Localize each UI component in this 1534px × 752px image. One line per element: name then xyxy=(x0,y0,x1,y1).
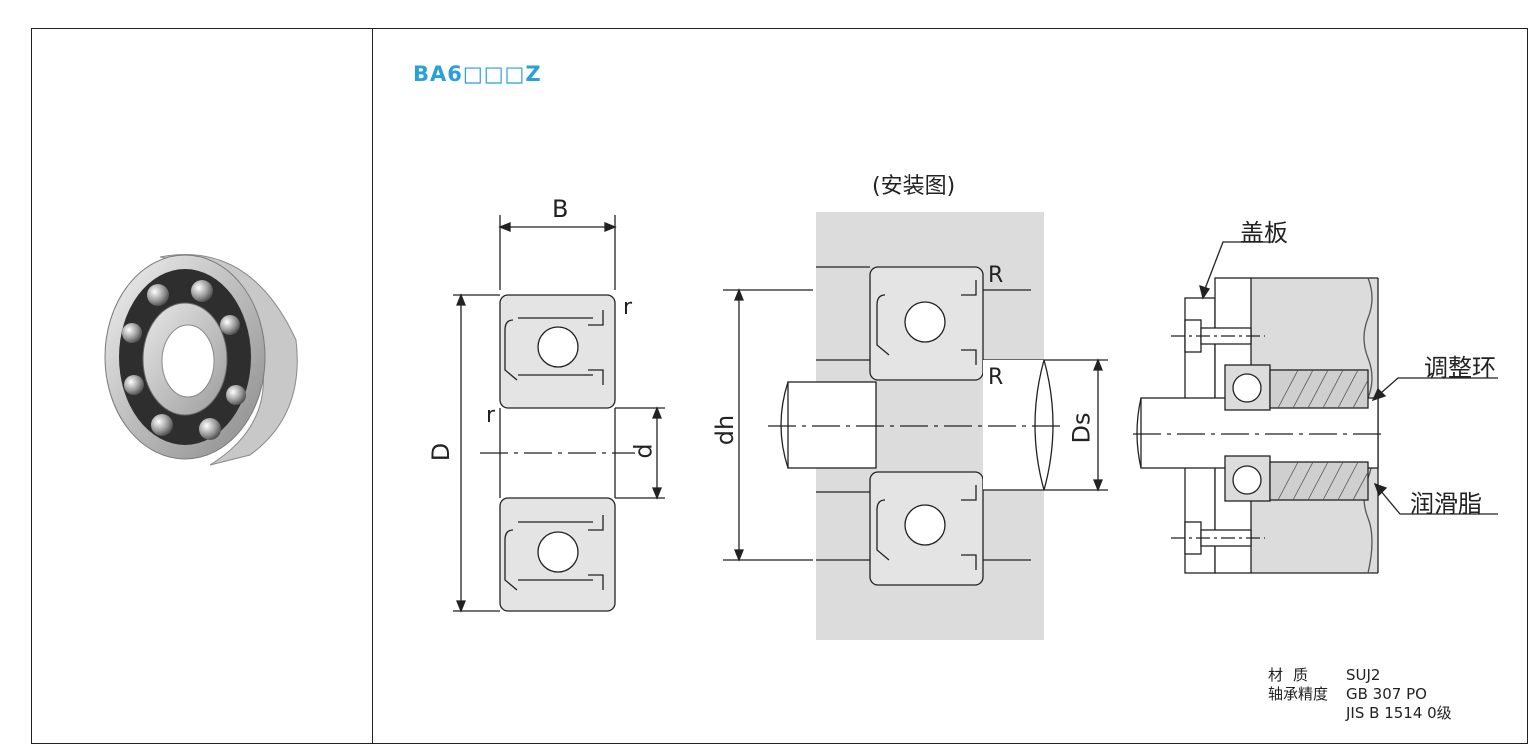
panel-divider xyxy=(372,28,373,744)
dimension-Ds: Ds xyxy=(1067,412,1096,444)
precision-value-2: JIS B 1514 0级 xyxy=(1346,704,1452,722)
material-value: SUJ2 xyxy=(1346,666,1381,684)
dimension-dh: dh xyxy=(711,414,740,446)
bearing-section xyxy=(453,215,665,613)
radius-r-mid: r xyxy=(486,403,496,428)
dimension-d: d xyxy=(629,443,658,459)
spec-row-precision-2: JIS B 1514 0级 xyxy=(1268,704,1452,723)
adjust-ring-label: 调整环 xyxy=(1424,354,1496,382)
spec-row-material: 材质 SUJ2 xyxy=(1268,666,1452,685)
precision-value-1: GB 307 PO xyxy=(1346,685,1427,703)
install-section xyxy=(723,212,1108,640)
spec-row-precision: 轴承精度 GB 307 PO xyxy=(1268,685,1452,704)
precision-label: 轴承精度 xyxy=(1268,685,1329,703)
grease-label: 润滑脂 xyxy=(1410,490,1482,518)
technical-drawing xyxy=(453,212,1498,640)
radius-R-mid: R xyxy=(988,365,1004,390)
spec-table: 材质 SUJ2 轴承精度 GB 307 PO JIS B 1514 0级 xyxy=(1268,666,1452,723)
product-code: BA6□□□Z xyxy=(413,62,542,86)
assembly-section xyxy=(1133,241,1498,574)
install-label: (安装图) xyxy=(872,174,956,199)
cover-plate-label: 盖板 xyxy=(1240,219,1288,247)
outer-frame xyxy=(31,28,1528,744)
bearing-photo xyxy=(104,254,298,466)
radius-r-top: r xyxy=(623,295,633,320)
material-label: 材质 xyxy=(1268,666,1319,684)
radius-R-top: R xyxy=(988,263,1004,288)
dimension-D: D xyxy=(427,442,456,462)
dimension-B: B xyxy=(552,195,569,223)
